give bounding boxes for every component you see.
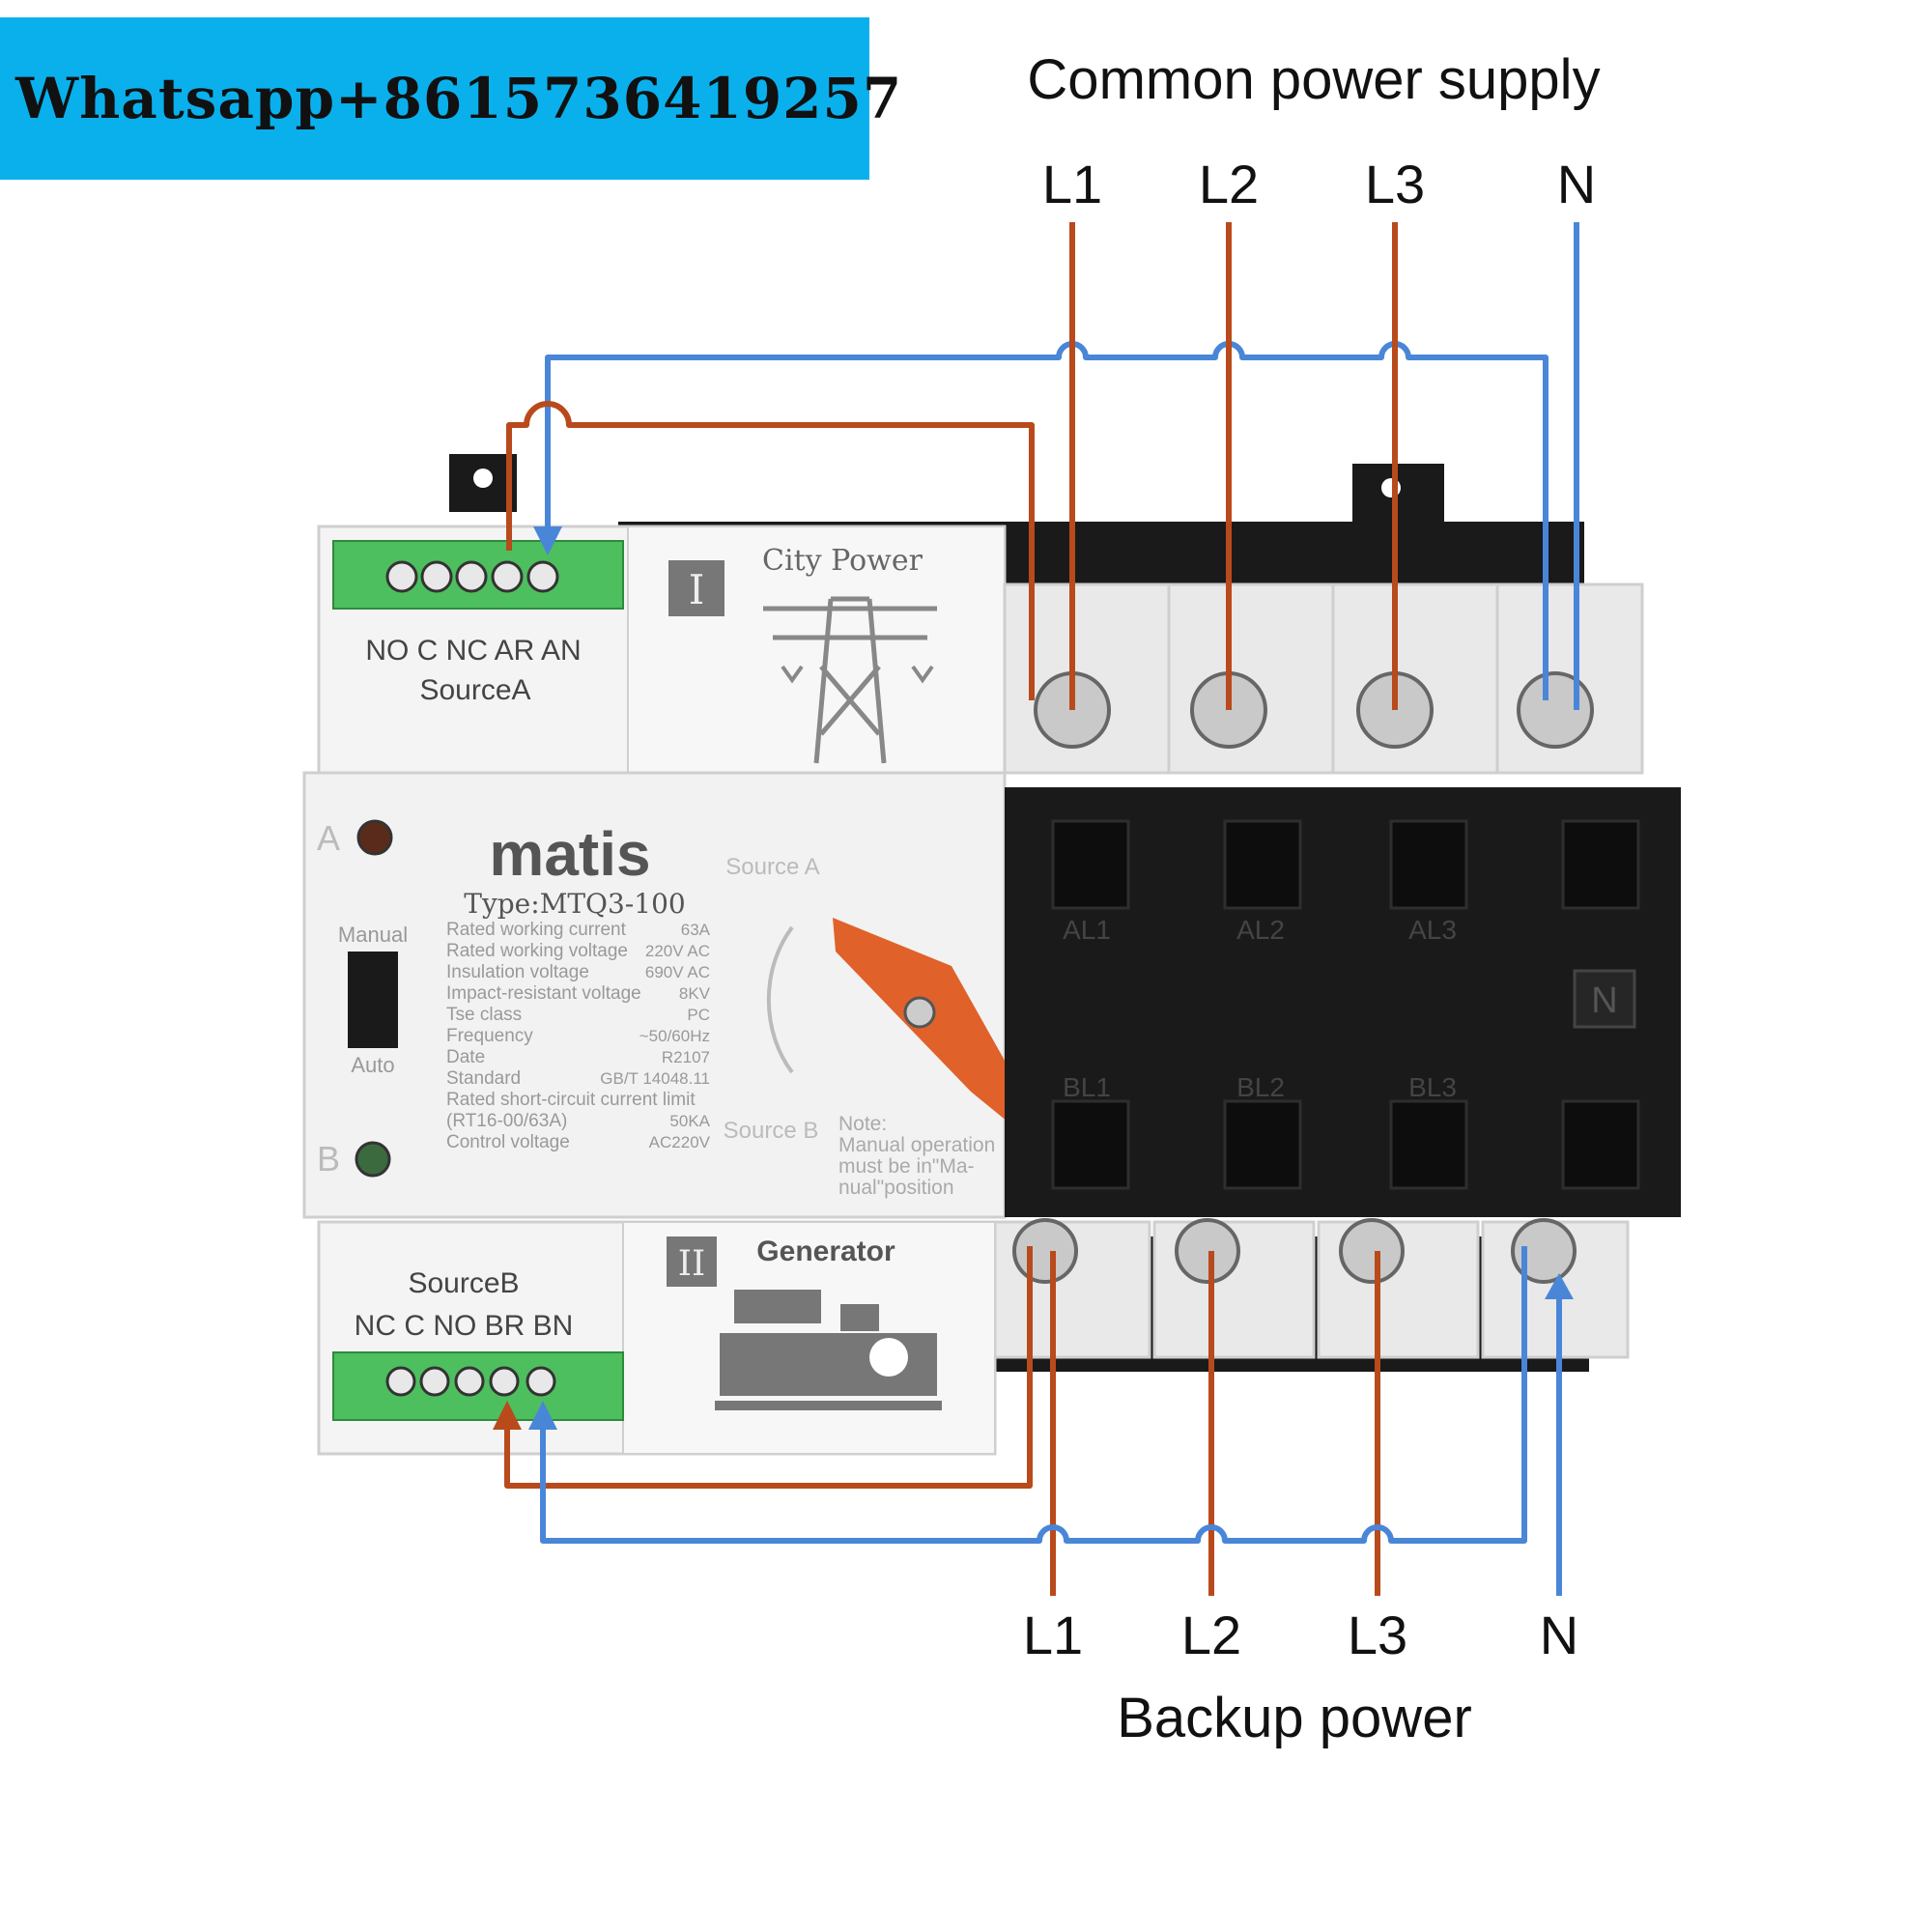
spec-value: 690V AC: [645, 963, 710, 981]
pole-label-al3: AL3: [1408, 915, 1457, 945]
backup-power-title: Backup power: [1117, 1687, 1472, 1749]
spec-label: Standard: [446, 1068, 521, 1089]
bottom-screw-1[interactable]: [1012, 1218, 1078, 1284]
bottom-pole-terminals: [993, 1218, 1630, 1359]
bottom-screw-2[interactable]: [1175, 1218, 1240, 1284]
mode-switch[interactable]: [348, 952, 398, 1048]
model-type: Type:MTQ3-100: [464, 888, 685, 920]
handle-source-b-label: Source B: [724, 1118, 819, 1144]
note-line-3: must be in"Ma-: [838, 1155, 975, 1178]
note-line-4: nual"position: [838, 1177, 954, 1199]
source-b-roman: II: [678, 1244, 705, 1284]
rotation-arrow-icon: [766, 925, 794, 1074]
bottom-label-n: N: [1540, 1605, 1578, 1665]
pole-label-bl3: BL3: [1408, 1072, 1457, 1102]
spec-value: 63A: [681, 921, 711, 939]
source-b-terminal-labels: NC C NO BR BN: [355, 1310, 574, 1342]
bottom-screw-n[interactable]: [1511, 1218, 1577, 1284]
spec-label: Rated short-circuit current limit: [446, 1090, 696, 1110]
wire-arrows: [493, 526, 1574, 1430]
main-face-module: A B Manual Auto matis Type:MTQ3-100 Rate…: [302, 771, 1038, 1219]
spec-label: Rated working voltage: [446, 941, 628, 961]
spec-label: Control voltage: [446, 1132, 570, 1152]
wiring: [504, 222, 1579, 1596]
spec-label: Frequency: [446, 1026, 533, 1046]
generator-title: Generator: [756, 1236, 895, 1267]
indicator-b-label: B: [317, 1139, 340, 1179]
source-b-module: SourceB NC C NO BR BN II Generator: [317, 1220, 997, 1456]
spec-value: GB/T 14048.11: [600, 1069, 710, 1088]
arrow-neutral-top: [533, 526, 562, 555]
spec-label: Insulation voltage: [446, 962, 589, 982]
common-power-title: Common power supply: [1027, 48, 1600, 111]
wire-phase-top-control: [506, 401, 1035, 700]
spec-value: R2107: [662, 1048, 710, 1066]
power-pylon-icon: [763, 596, 937, 764]
spec-table: Rated working current 63A Rated working vo…: [446, 920, 711, 1152]
mode-manual-label: Manual: [338, 923, 408, 947]
indicator-b-led: [355, 1141, 391, 1178]
bottom-screw-3[interactable]: [1339, 1218, 1405, 1284]
indicator-a-label: A: [317, 818, 340, 858]
brand-name: matis: [489, 819, 650, 889]
spec-label: (RT16-00/63A): [446, 1111, 567, 1131]
source-a-label: SourceA: [419, 674, 530, 706]
source-a-screws[interactable]: [385, 560, 559, 593]
bottom-label-l1: L1: [1023, 1605, 1083, 1665]
neutral-mark: N: [1591, 980, 1617, 1021]
pole-label-bl2: BL2: [1236, 1072, 1285, 1102]
spec-value: ~50/60Hz: [639, 1027, 710, 1045]
spec-value: AC220V: [649, 1133, 711, 1151]
pole-label-bl1: BL1: [1063, 1072, 1111, 1102]
arrow-phase-bottom: [493, 1401, 522, 1430]
source-a-module: NO C NC AR AN SourceA I City Power: [317, 525, 1007, 780]
banner-text: Whatsapp+8615736419257: [15, 66, 903, 131]
indicator-a-led: [356, 819, 393, 856]
city-power-title: City Power: [762, 544, 923, 578]
top-label-l1: L1: [1042, 154, 1102, 214]
spec-value: 50KA: [669, 1112, 710, 1130]
top-label-l3: L3: [1365, 154, 1425, 214]
contact-banner: Whatsapp+8615736419257: [0, 17, 901, 180]
spec-value: 8KV: [679, 984, 711, 1003]
pole-housing: AL1 AL2 AL3 BL1 BL2 BL3 N: [1005, 787, 1681, 1217]
note-line-2: Manual operation: [838, 1134, 995, 1156]
arrow-neutral-bottom: [528, 1401, 557, 1430]
spec-label: Date: [446, 1047, 485, 1067]
top-label-l2: L2: [1199, 154, 1259, 214]
transfer-handle[interactable]: [833, 918, 1038, 1135]
source-a-roman: I: [689, 566, 705, 613]
pole-label-al1: AL1: [1063, 915, 1111, 945]
source-b-label: SourceB: [408, 1267, 519, 1299]
wire-phase-bottom-control: [504, 1246, 1033, 1489]
spec-value: PC: [687, 1006, 710, 1024]
spec-value: 220V AC: [645, 942, 710, 960]
wire-neutral-bottom-control: [540, 1246, 1527, 1544]
spec-label: Impact-resistant voltage: [446, 983, 641, 1004]
bottom-label-l2: L2: [1181, 1605, 1241, 1665]
note-line-1: Note:: [838, 1113, 887, 1135]
top-label-n: N: [1557, 154, 1596, 214]
top-screw-n[interactable]: [1517, 671, 1594, 749]
spec-label: Tse class: [446, 1005, 522, 1025]
source-a-terminal-labels: NO C NC AR AN: [365, 635, 581, 667]
bottom-label-l3: L3: [1348, 1605, 1407, 1665]
source-b-screws[interactable]: [385, 1366, 556, 1397]
handle-source-a-label: Source A: [725, 854, 819, 880]
spec-label: Rated working current: [446, 920, 627, 940]
pole-label-al2: AL2: [1236, 915, 1285, 945]
mode-auto-label: Auto: [351, 1053, 394, 1077]
arrow-neutral-main-bottom: [1545, 1273, 1574, 1299]
generator-icon: [715, 1290, 942, 1410]
